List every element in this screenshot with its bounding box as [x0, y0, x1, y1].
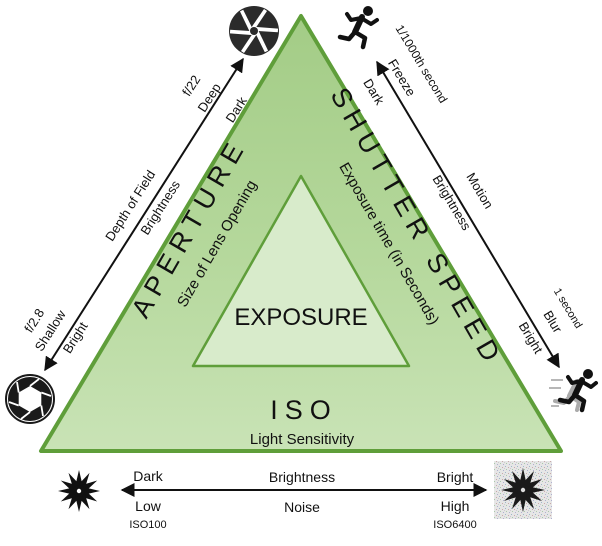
runner-still-icon — [337, 6, 379, 50]
exposure-label: EXPOSURE — [234, 304, 367, 331]
bottom-left-noise: Low — [135, 498, 162, 514]
bottom-left-iso: ISO100 — [129, 519, 166, 531]
sparkle-clean-icon — [58, 470, 100, 512]
bottom-left-light: Dark — [133, 468, 164, 484]
iso-subtitle: Light Sensitivity — [250, 431, 355, 448]
runner-blur-icon — [549, 369, 598, 413]
left-top-value: f/22 — [179, 72, 203, 98]
bottom-middle-lower: Noise — [284, 499, 320, 515]
aperture-closed-icon — [229, 6, 279, 56]
right-bottom-motion: Blur — [540, 308, 565, 336]
aperture-open-icon — [5, 374, 55, 424]
left-bottom-light: Bright — [60, 319, 91, 356]
iso-title: ISO — [270, 395, 338, 425]
sparkle-noisy-icon — [494, 461, 552, 519]
left-arrow — [44, 57, 244, 372]
right-middle-upper: Motion — [463, 170, 496, 211]
right-top-light: Dark — [360, 76, 387, 108]
inner-triangle — [191, 174, 411, 368]
bottom-middle-upper: Brightness — [269, 469, 335, 485]
bottom-right-light: Bright — [437, 469, 474, 485]
bottom-right-iso: ISO6400 — [433, 519, 476, 531]
bottom-right-noise: High — [441, 498, 470, 514]
right-arrow — [376, 60, 560, 369]
